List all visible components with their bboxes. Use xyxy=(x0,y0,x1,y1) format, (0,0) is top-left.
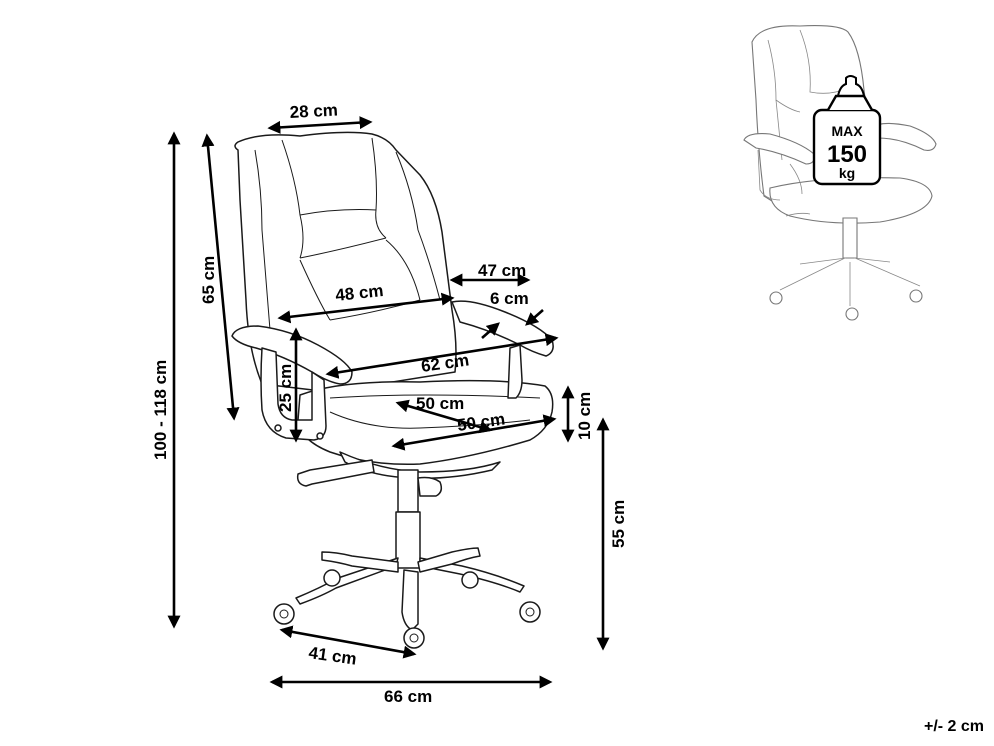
label-seat-depth: 50 cm xyxy=(416,394,464,413)
label-seat-height: 55 cm xyxy=(609,500,628,548)
label-armrest-length: 47 cm xyxy=(478,261,526,280)
dimension-lines xyxy=(167,116,610,689)
label-backrest-top-width: 28 cm xyxy=(289,100,338,121)
label-backrest-height: 65 cm xyxy=(199,256,218,304)
weight-max-label: MAX xyxy=(831,123,863,139)
label-base-diameter: 66 cm xyxy=(384,687,432,706)
weight-value: 150 xyxy=(827,141,867,168)
label-armrest-height: 25 cm xyxy=(276,364,295,412)
tolerance-note: +/- 2 cm xyxy=(923,718,984,735)
label-seat-width-inner: 48 cm xyxy=(334,281,384,305)
weight-unit: kg xyxy=(839,165,855,181)
max-weight-badge: MAX 150 kg xyxy=(812,75,882,186)
label-total-height: 100 - 118 cm xyxy=(151,360,170,460)
label-base-radius: 41 cm xyxy=(307,643,357,669)
label-seat-thickness: 10 cm xyxy=(575,392,594,440)
label-armrest-width: 6 cm xyxy=(490,289,529,308)
